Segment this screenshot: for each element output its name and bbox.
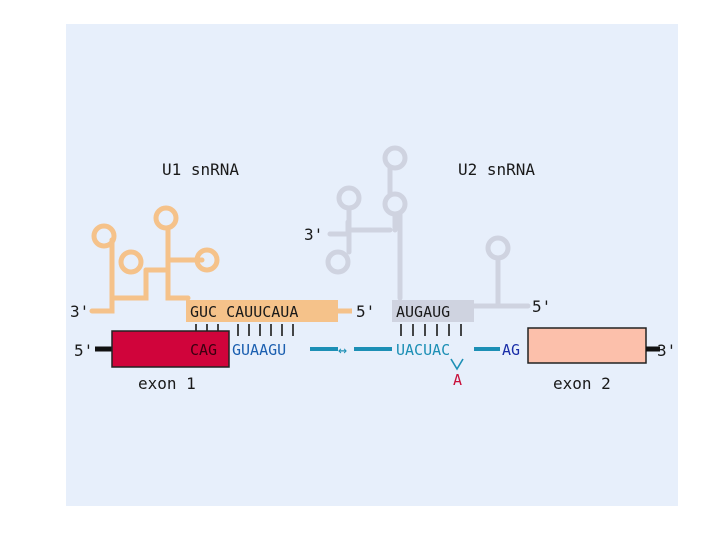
u2-base-pair-ticks <box>400 324 462 336</box>
u1-sequence-box <box>186 300 338 322</box>
exon-2-label: exon 2 <box>553 374 611 393</box>
mrna-five-prime-label: 5' <box>74 341 93 360</box>
u2-five-prime-label: 5' <box>532 297 551 316</box>
branch-site-sequence: UACUAC <box>396 341 450 359</box>
u2-snrna-label: U2 snRNA <box>458 160 535 179</box>
u1-snrna-structure <box>89 205 220 314</box>
donor-site-sequence: GUAAGU <box>232 341 286 359</box>
exon1-end-sequence: CAG <box>190 341 217 359</box>
u2-sequence-box <box>392 300 474 322</box>
u1-five-prime-label: 5' <box>356 302 375 321</box>
exon-1-label: exon 1 <box>138 374 196 393</box>
u1-snrna-label: U1 snRNA <box>162 160 239 179</box>
branch-point-a: A <box>453 371 462 389</box>
exon-2 <box>527 327 647 364</box>
diagram-panel <box>66 24 678 506</box>
exon-1 <box>111 330 230 368</box>
u2-snrna-structure <box>325 145 531 309</box>
branch-point-bulge <box>450 358 464 371</box>
u1-three-prime-label: 3' <box>70 302 89 321</box>
mrna-three-prime-label: 3' <box>657 341 676 360</box>
u2-sequence: AUGAUG <box>396 303 450 321</box>
u1-sequence: GUC CAUUCAUA <box>190 303 298 321</box>
acceptor-site-sequence: AG <box>502 341 520 359</box>
intron-gap-mark: ↔ <box>338 341 347 359</box>
u2-three-prime-label: 3' <box>304 225 323 244</box>
